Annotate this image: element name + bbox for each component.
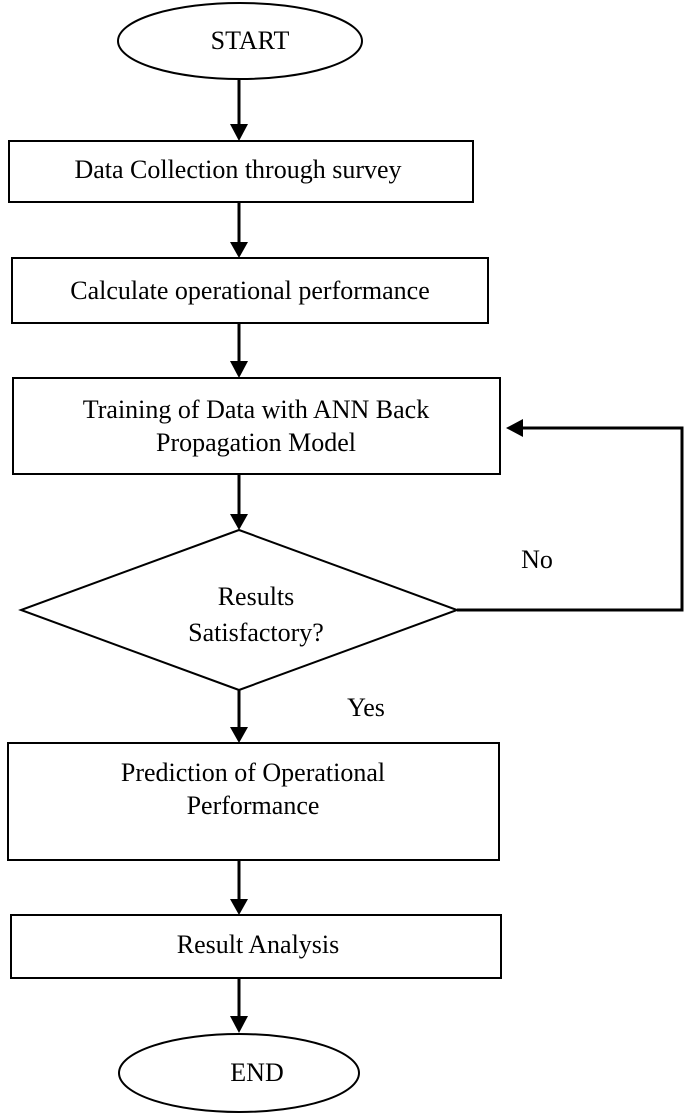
arrowhead-analysis-to-end — [230, 1016, 248, 1033]
process-prediction-label-line2: Performance — [187, 791, 320, 820]
loop-no-to-training — [457, 426, 684, 612]
process-result-analysis — [10, 914, 502, 979]
arrowhead-start-to-collection — [230, 124, 248, 141]
end-terminator — [118, 1033, 360, 1113]
start-terminator — [117, 2, 363, 80]
arrowhead-no-to-training — [506, 419, 523, 437]
branch-yes-label: Yes — [347, 693, 385, 722]
branch-no-label: No — [521, 545, 553, 574]
process-data-collection — [8, 140, 474, 203]
end-label: END — [230, 1058, 283, 1087]
arrowhead-collection-to-calculate — [230, 242, 248, 258]
start-label: START — [211, 26, 290, 55]
process-training-ann — [12, 377, 501, 475]
arrowhead-prediction-to-analysis — [230, 899, 248, 915]
process-calculate-performance-label: Calculate operational performance — [70, 276, 429, 305]
decision-label-line2: Satisfactory? — [188, 618, 324, 647]
process-training-ann-label-line2: Propagation Model — [156, 428, 356, 457]
process-calculate-performance — [11, 257, 489, 324]
process-result-analysis-label: Result Analysis — [177, 930, 340, 959]
decision-label-line1: Results — [218, 582, 295, 611]
process-training-ann-label-line1: Training of Data with ANN Back — [83, 395, 429, 424]
arrowhead-calculate-to-training — [230, 361, 248, 378]
process-prediction-label-line1: Prediction of Operational — [121, 758, 385, 787]
arrowhead-yes-to-prediction — [230, 727, 248, 743]
process-prediction — [7, 742, 500, 861]
process-data-collection-label: Data Collection through survey — [74, 155, 401, 184]
arrowhead-training-to-decision — [230, 514, 248, 530]
